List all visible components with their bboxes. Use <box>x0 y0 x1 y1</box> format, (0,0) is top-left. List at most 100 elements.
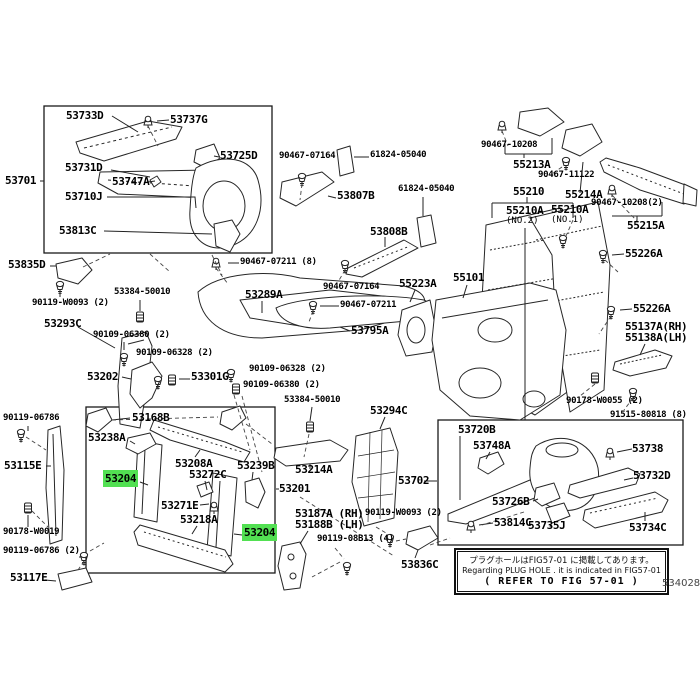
part-label: 53732D <box>633 469 671 482</box>
part-number: 90467-07164 <box>323 282 380 292</box>
part-label: 53238A <box>88 432 126 443</box>
part-label: 53702 <box>398 475 430 486</box>
part-number: 90119-08B13 (4) <box>317 534 394 544</box>
part-number: 53168B <box>132 411 170 424</box>
part-label: 53301G <box>191 371 229 382</box>
part-label: 53384-50010 <box>284 395 341 405</box>
note-line-refer: ( REFER TO FIG 57-01 ) <box>484 575 639 587</box>
part-label: 53202 <box>87 370 119 383</box>
part-number: 53218A <box>180 513 218 526</box>
part-label: 53836C <box>401 559 439 570</box>
part-number: 55213A <box>513 158 551 171</box>
part-label: 55101 <box>453 271 485 284</box>
part-number: 53732D <box>633 469 671 482</box>
part-number: 53187A (RH) <box>295 507 364 520</box>
part-label: 55137A(RH) <box>625 321 688 332</box>
part-label: 53747A <box>112 175 150 188</box>
part-label: 55223A <box>399 277 437 290</box>
part-number: 55226A <box>633 302 671 315</box>
part-label: 55210 <box>513 186 545 197</box>
part-55213A <box>517 107 565 137</box>
part-label: 53813C <box>59 224 97 237</box>
part-number: 53293C <box>44 317 82 330</box>
part-label: 55213A <box>513 158 551 171</box>
part-61824-block2 <box>416 214 437 248</box>
part-label: 53188B (LH) <box>295 519 364 530</box>
part-label: 53726B <box>492 495 530 508</box>
plug-hole-note-inner: プラグホールはFIG57-01 に掲載してあります。 Regarding PLU… <box>457 551 666 592</box>
part-number: 90119-06786 (2) <box>3 546 80 556</box>
part-label: 90467-07211 (8) <box>240 258 317 267</box>
part-label: 53735J <box>528 519 566 532</box>
part-number: 53808B <box>370 225 408 238</box>
part-label: 53734C <box>629 522 667 533</box>
part-53748A <box>477 451 505 475</box>
part-number: 90178-W0019 <box>3 527 60 537</box>
part-number: 55138A(LH) <box>625 331 688 344</box>
part-number: 61824-05040 <box>370 150 427 160</box>
part-label: 55226A <box>633 302 671 315</box>
part-label: 53731D <box>65 162 103 173</box>
part-number: 55214A <box>565 188 603 201</box>
part-number: 55223A <box>399 277 437 290</box>
part-label: 53201 <box>279 482 311 495</box>
part-label: 53737G <box>170 114 208 125</box>
part-53239B <box>244 477 266 509</box>
note-line-english: Regarding PLUG HOLE . it is indicated in… <box>462 565 661 575</box>
part-53187A <box>277 541 307 591</box>
part-number: 53202 <box>87 370 119 383</box>
part-label: 53218A <box>180 513 218 526</box>
part-label: 53289A <box>245 289 283 300</box>
part-number: 53117E <box>10 571 48 584</box>
part-number: 91515-80818 (8) <box>610 410 687 420</box>
part-number: 53239B <box>237 459 275 472</box>
part-53732D-rail <box>567 467 641 499</box>
part-number: 53795A <box>351 324 389 337</box>
part-number: 53813C <box>59 224 97 237</box>
part-label: 55214A <box>565 188 603 201</box>
part-number: 53747A <box>112 175 150 188</box>
part-53735J <box>545 502 571 524</box>
part-label: 53835D <box>8 259 46 270</box>
part-number: 53204 <box>105 472 137 485</box>
part-label: 53294C <box>370 405 408 416</box>
part-number: 53720B <box>458 423 496 436</box>
part-number: 53735J <box>528 519 566 532</box>
part-number: 90467-10208 <box>481 140 538 150</box>
part-drawings <box>45 107 698 591</box>
part-label: 90109-06328 (2) <box>136 349 213 358</box>
part-53208A-upper <box>149 419 251 463</box>
part-number: 53384-50010 <box>284 395 341 405</box>
part-label: 53701 <box>5 175 37 186</box>
part-number: 53814C <box>494 516 532 529</box>
part-number: 53726B <box>492 495 530 508</box>
part-number: 55101 <box>453 271 485 284</box>
radiator-support-box <box>85 406 276 574</box>
part-61824-block1 <box>336 145 355 177</box>
leader-lines <box>27 115 663 582</box>
dashed-lines <box>25 125 639 578</box>
part-label: 53720B <box>458 423 496 436</box>
part-label: 90119-06786 (2) <box>3 547 80 556</box>
part-number: 53272C <box>189 468 227 481</box>
part-label: 53168B <box>132 411 170 424</box>
part-53168B <box>85 407 113 433</box>
detail-boxes <box>43 105 684 574</box>
part-label: 90109-06380 (2) <box>243 381 320 390</box>
part-label: 90119-08B13 (4) <box>317 535 394 544</box>
part-53747A <box>149 175 162 188</box>
part-label: 90109-06380 (2) <box>93 331 170 340</box>
part-number: 90467-10208(2) <box>591 198 663 208</box>
part-53813C <box>213 219 241 253</box>
figure-number: 534028 <box>662 578 700 589</box>
part-53294C <box>351 427 399 527</box>
part-number: 53733D <box>66 109 104 122</box>
part-label-highlighted: 53204 <box>244 526 276 539</box>
part-53726B <box>533 482 561 507</box>
part-number: 53201 <box>279 482 311 495</box>
part-number: 90119-W0093 (2) <box>32 298 109 308</box>
part-number: 90109-06328 (2) <box>136 348 213 358</box>
part-number: 90467-07164 <box>279 151 336 161</box>
